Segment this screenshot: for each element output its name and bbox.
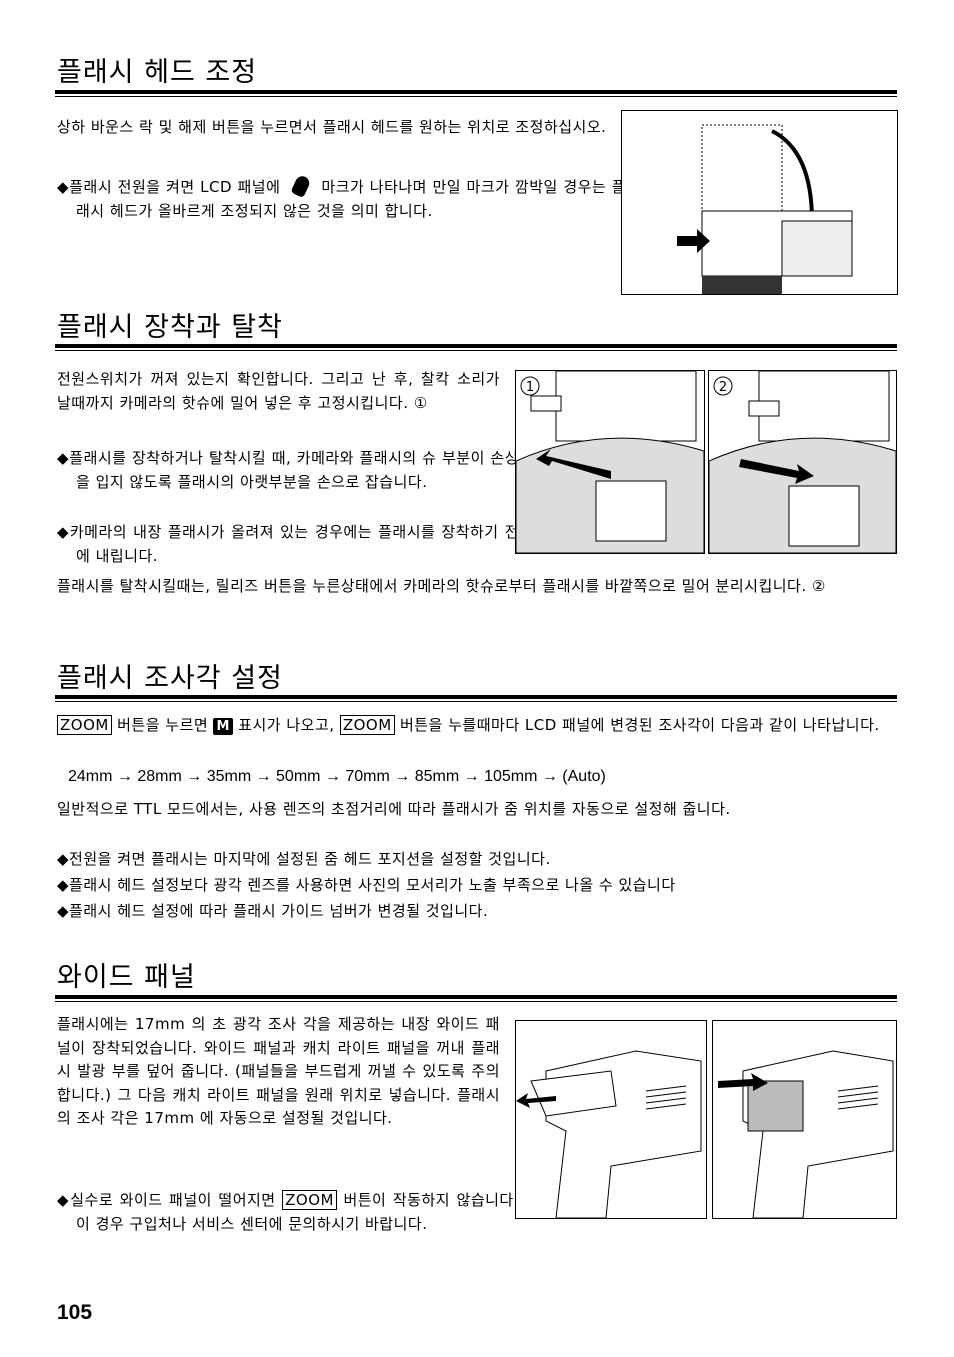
bullet-note: ◆카메라의 내장 플래시가 올려져 있는 경우에는 플래시를 장착하기 전에 내… [57,523,519,565]
divider [55,344,897,351]
page-number: 105 [57,1301,93,1324]
section-title-head-adjust: 플래시 헤드 조정 [57,57,258,88]
bullet-note: ◆플래시 헤드 설정에 따라 플래시 가이드 넘버가 변경될 것입니다. [57,902,489,920]
zoom-button-label: ZOOM [282,1190,337,1210]
bullet-note: ◆실수로 와이드 패널이 떨어지면 ZOOM 버튼이 작동하지 않습니다. 이 … [57,1189,519,1236]
flash-head-figure [621,110,898,295]
text: 버튼을 누를때마다 LCD 패널에 변경된 조사각이 다음과 같이 나타납니다. [399,716,880,734]
paragraph: 플래시에는 17mm 의 초 광각 조사 각을 제공하는 내장 와이드 패널이 … [57,1015,500,1127]
paragraph: ZOOM 버튼을 누르면 M 표시가 나오고, ZOOM 버튼을 누를때마다 L… [57,714,895,738]
bullet-note: ◆플래시 전원을 켜면 LCD 패널에 마크가 나타나며 만일 마크가 깜박일 … [57,173,627,223]
section-title-wide-panel: 와이드 패널 [57,962,196,993]
zoom-button-label: ZOOM [339,715,395,735]
text: 버튼을 누르면 [117,716,209,734]
bullet-text: 마크가 나타나며 만일 마크가 깜박일 경우는 플래시 헤드가 올바르게 조정되… [76,178,627,220]
divider [55,995,897,1002]
wide-panel-out-figure [515,1020,707,1219]
bullet-text: 버튼이 작동하지 않습니다. 이 경우 구입처나 서비스 센터에 문의하시기 바… [76,1191,519,1233]
bullet-text: ◆플래시 전원을 켜면 LCD 패널에 [57,178,281,196]
detach-figure: 2 [708,370,897,554]
paragraph: 전원스위치가 꺼져 있는지 확인합니다. 그리고 난 후, 찰칵 소리가 날때까… [57,370,500,412]
section-title-attach-detach: 플래시 장착과 탈착 [57,312,283,343]
divider [55,90,897,97]
paragraph: 상하 바운스 락 및 해제 버튼을 누르면서 플래시 헤드를 원하는 위치로 조… [57,118,607,136]
figure-label: 1 [526,380,534,395]
bullet-note: ◆플래시 헤드 설정보다 광각 렌즈를 사용하면 사진의 모서리가 노출 부족으… [57,876,676,894]
text: 표시가 나오고, [238,716,335,734]
m-mode-icon: M [213,718,233,735]
figure-label: 2 [719,380,727,395]
section-title-zoom-setting: 플래시 조사각 설정 [57,663,283,694]
divider [55,695,897,702]
attach-figure: 1 [515,370,705,554]
paragraph: 일반적으로 TTL 모드에서는, 사용 렌즈의 초점거리에 따라 플래시가 줌 … [57,800,731,818]
bullet-note: ◆전원을 켜면 플래시는 마지막에 설정된 줌 헤드 포지션을 설정할 것입니다… [57,850,551,868]
paragraph: 플래시를 탈착시킬때는, 릴리즈 버튼을 누른상태에서 카메라의 핫슈로부터 플… [57,577,826,595]
wide-panel-in-figure [712,1020,897,1219]
bullet-note: ◆플래시를 장착하거나 탈착시킬 때, 카메라와 플래시의 슈 부분이 손상을 … [57,449,519,491]
zoom-button-label: ZOOM [57,715,112,735]
zoom-sequence: 24mm → 28mm → 35mm → 50mm → 70mm → 85mm … [68,768,606,785]
flash-head-mark-icon [290,173,312,199]
bullet-text: ◆실수로 와이드 패널이 떨어지면 [57,1191,276,1209]
